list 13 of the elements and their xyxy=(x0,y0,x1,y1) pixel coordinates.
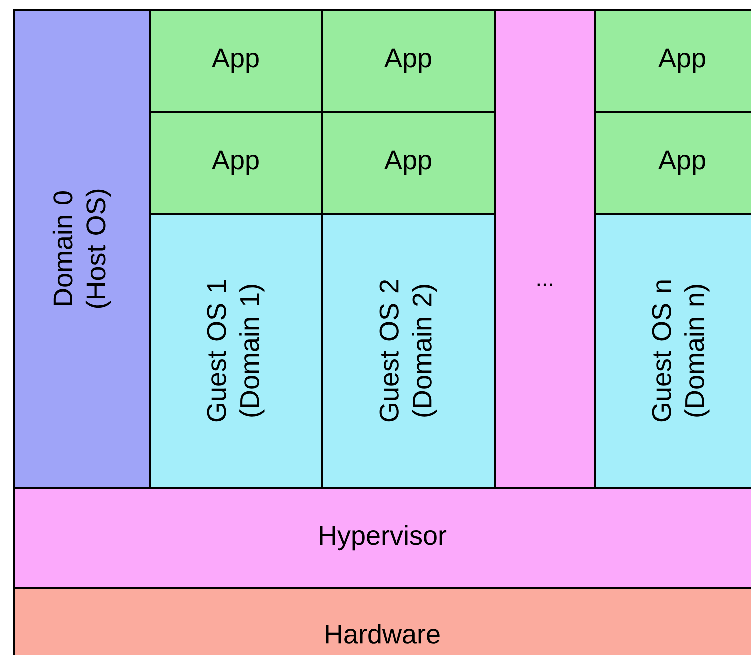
ellipsis-label: ... xyxy=(538,284,552,286)
app-box: App xyxy=(594,111,751,215)
domain-box: Domain 0 (Host OS) xyxy=(13,9,151,489)
app-box: App xyxy=(149,111,323,215)
app-box: App xyxy=(594,9,751,113)
app-box: App xyxy=(321,9,496,113)
guest-os-box: Guest OS 1 (Domain 1) xyxy=(149,213,323,489)
guest-os-box: Guest OS 2 (Domain 2) xyxy=(321,213,496,489)
hypervisor-band: Hypervisor xyxy=(13,487,751,589)
guest-os-box: Guest OS n (Domain n) xyxy=(594,213,751,489)
hardware-band: Hardware xyxy=(13,587,751,655)
app-box: App xyxy=(321,111,496,215)
app-box: App xyxy=(149,9,323,113)
